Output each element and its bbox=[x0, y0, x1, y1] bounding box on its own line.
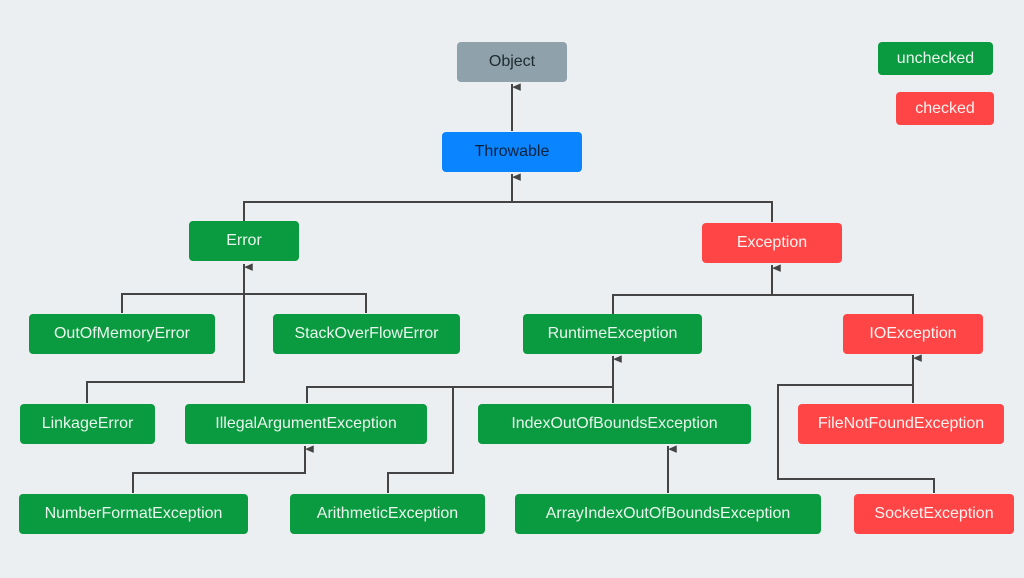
edge-error-exception-throwable bbox=[243, 174, 773, 222]
node-number-format-exception: NumberFormatException bbox=[19, 494, 248, 534]
node-out-of-memory-error: OutOfMemoryError bbox=[29, 314, 215, 354]
node-runtime-exception: RuntimeException bbox=[523, 314, 702, 354]
edge-numberformat-illegalargument bbox=[132, 446, 306, 493]
node-throwable: Throwable bbox=[442, 132, 582, 172]
legend-checked: checked bbox=[896, 92, 994, 125]
node-file-not-found-exception: FileNotFoundException bbox=[798, 404, 1004, 444]
node-error: Error bbox=[189, 221, 299, 261]
node-array-index-out-of-bounds-exception: ArrayIndexOutOfBoundsException bbox=[515, 494, 821, 534]
node-arithmetic-exception: ArithmeticException bbox=[290, 494, 485, 534]
node-io-exception: IOException bbox=[843, 314, 983, 354]
legend-unchecked: unchecked bbox=[878, 42, 993, 75]
node-exception: Exception bbox=[702, 223, 842, 263]
edge-linkage-error bbox=[86, 294, 245, 403]
node-index-out-of-bounds-exception: IndexOutOfBoundsException bbox=[478, 404, 751, 444]
node-object: Object bbox=[457, 42, 567, 82]
node-socket-exception: SocketException bbox=[854, 494, 1014, 534]
node-illegal-argument-exception: IllegalArgumentException bbox=[185, 404, 427, 444]
node-stack-overflow-error: StackOverFlowError bbox=[273, 314, 460, 354]
node-linkage-error: LinkageError bbox=[20, 404, 155, 444]
edge-runtime-io-exception bbox=[612, 265, 914, 314]
